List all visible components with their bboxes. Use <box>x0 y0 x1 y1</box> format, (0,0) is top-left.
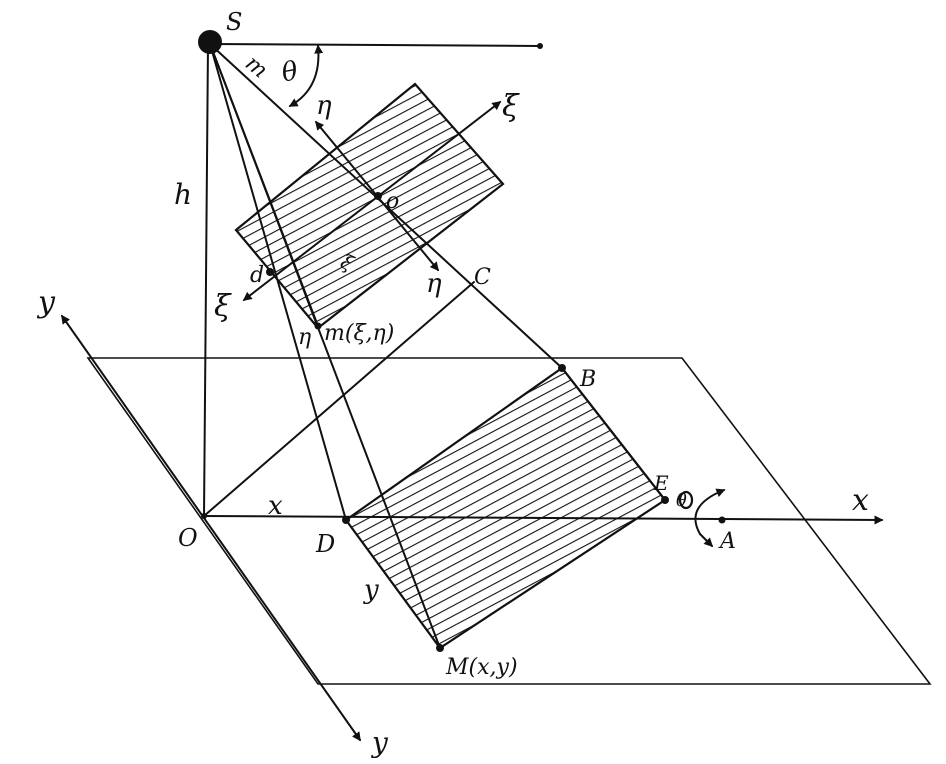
label-xi-pos: ξ <box>502 89 520 124</box>
label-theta-top: θ <box>280 56 301 88</box>
label-C: C <box>474 265 491 290</box>
label-image-eta: η <box>298 325 311 350</box>
point-M <box>436 644 444 652</box>
label-y-upper: y <box>36 285 56 320</box>
angle-arc-top <box>288 44 324 107</box>
y-axis <box>61 314 361 742</box>
label-eta-neg: η <box>426 269 442 299</box>
label-x-coord: x <box>268 491 283 521</box>
label-d: d <box>250 263 264 288</box>
label-m-dist: m <box>240 51 272 84</box>
rotation-center <box>678 490 694 510</box>
label-x-axis: x <box>852 483 869 518</box>
ground-rectangle <box>344 366 667 650</box>
point-B <box>558 364 566 372</box>
origin-point <box>201 513 207 519</box>
line-B-E <box>561 367 666 501</box>
film-center-point <box>374 192 382 200</box>
label-E: E <box>653 471 669 495</box>
height-line <box>203 43 209 517</box>
horizon-line <box>209 43 541 47</box>
point-A <box>718 516 726 524</box>
label-O: O <box>178 524 198 552</box>
label-B: B <box>579 367 596 392</box>
point-m <box>314 322 322 330</box>
label-S: S <box>226 8 242 36</box>
point-d <box>266 268 274 276</box>
label-film-center: o <box>386 189 399 214</box>
label-theta-right: θ <box>676 490 687 511</box>
label-image-point: m(ξ,η) <box>324 321 394 346</box>
label-y-coord: y <box>363 575 379 605</box>
source-point <box>198 30 222 54</box>
point-E <box>661 496 669 504</box>
horizon-end-dot <box>537 43 543 49</box>
rotation-arrow-tail <box>699 533 714 548</box>
label-h: h <box>174 178 192 211</box>
label-M: M(x,y) <box>445 655 518 680</box>
label-y-lower: y <box>370 726 389 759</box>
label-D: D <box>315 530 335 558</box>
point-D <box>342 516 350 524</box>
rotation-arrow <box>694 488 726 535</box>
label-A: A <box>718 529 736 554</box>
label-eta-pos: η <box>316 91 332 121</box>
label-xi-neg: ξ <box>214 289 232 324</box>
